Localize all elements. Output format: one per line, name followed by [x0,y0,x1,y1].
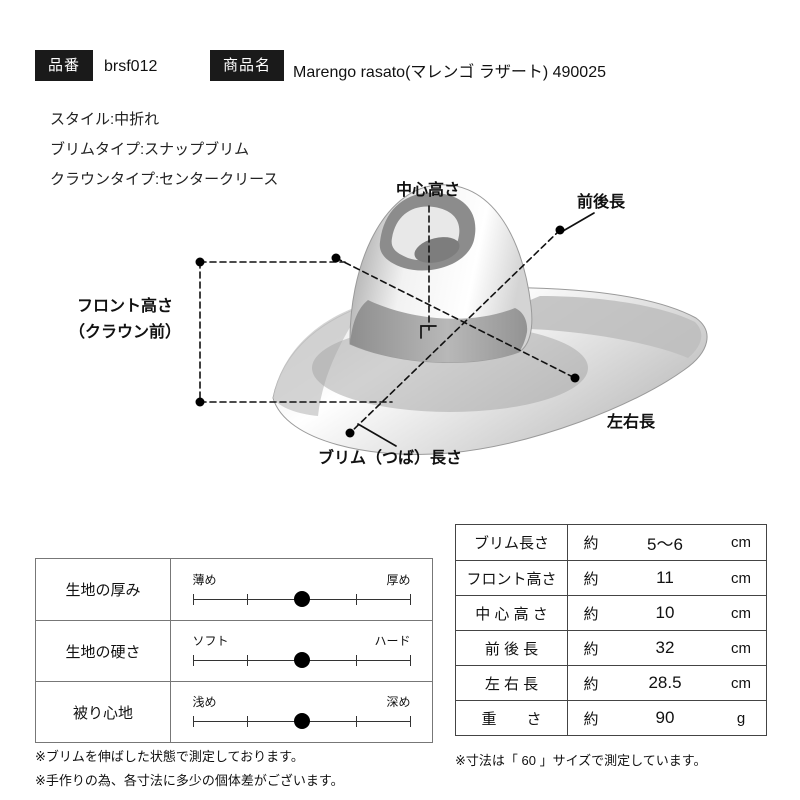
slider-min-label: 薄め [192,572,217,587]
approx-label: 約 [583,605,599,623]
fabric-thickness-label: 生地の厚み [36,559,171,620]
fabric-property-table: 生地の厚み 薄め 厚め 生地の硬さ ソフト ハード [35,558,433,743]
footnote-brim-measurement: ※ブリムを伸ばした状態で測定しております。 [35,749,304,764]
measure-value: 5～6 [647,535,683,554]
table-row: フロント高さ 約 11 cm [456,560,766,595]
slider-track [192,652,411,668]
measure-unit: cm [731,639,751,657]
measure-unit: cm [731,534,751,551]
slider-max-label: 厚め [386,572,411,587]
approx-label: 約 [583,675,599,693]
front-height-label: フロント高さ （クラウン前） [55,294,195,346]
measure-name: フロント高さ [456,561,568,595]
brim-type-text: ブリムタイプ:スナップブリム [50,141,250,158]
fabric-thickness-slider: 薄め 厚め [171,559,432,620]
slider-max-label: 深め [386,695,411,709]
table-row: 左 右 長 約 28.5 cm [456,665,766,700]
brim-length-label: ブリム（つば）長さ [318,450,463,467]
crown-type-text: クラウンタイプ:センタークリース [50,171,279,188]
slider-dot [293,652,310,668]
footnote-size-reference: ※寸法は「 60 」サイズで測定しています。 [455,753,707,768]
fabric-hardness-label: 生地の硬さ [36,621,171,681]
measure-unit: cm [731,569,751,587]
fabric-hardness-slider: ソフト ハード [171,621,432,681]
table-row: 生地の硬さ ソフト ハード [36,620,432,681]
slider-min-label: ソフト [192,634,229,648]
measure-name: 中 心 高 さ [456,596,568,630]
front-height-label-line1: フロント高さ [76,298,173,315]
table-row: ブリム長さ 約 5～6 cm [456,525,766,560]
measure-value: 10 [655,603,675,622]
front-back-length-label: 前後長 [577,194,626,211]
measure-value: 32 [655,638,675,657]
table-row: 前 後 長 約 32 cm [456,630,766,665]
measure-name: ブリム長さ [456,525,568,560]
table-row: 生地の厚み 薄め 厚め [36,559,432,620]
center-height-label: 中心高さ [396,182,461,199]
left-right-length-label: 左右長 [607,414,656,431]
measure-unit: cm [731,674,751,692]
product-name-label: 商品名 [210,50,285,81]
slider-track [192,590,411,607]
measure-value: 90 [655,708,675,727]
slider-dot [293,713,310,729]
slider-max-label: ハード [374,634,411,648]
slider-min-label: 浅め [192,695,217,709]
style-type-text: スタイル:中折れ [50,111,160,128]
measure-name: 重 さ [456,701,568,735]
table-row: 被り心地 浅め 深め [36,681,432,742]
measure-unit: g [736,709,746,727]
footnote-handmade-variance: ※手作りの為、各寸法に多少の個体差がございます。 [35,773,344,788]
slider-track [192,713,411,729]
measure-value: 11 [656,568,674,587]
approx-label: 約 [583,570,599,588]
item-number-label: 品番 [35,50,94,81]
approx-label: 約 [583,640,599,658]
table-row: 中 心 高 さ 約 10 cm [456,595,766,630]
measure-name: 前 後 長 [456,631,568,665]
wearing-comfort-slider: 浅め 深め [171,682,432,742]
approx-label: 約 [583,710,599,728]
measure-unit: cm [731,604,751,622]
measure-value: 28.5 [648,673,682,692]
wearing-comfort-label: 被り心地 [36,682,171,742]
table-row: 重 さ 約 90 g [456,700,766,735]
approx-label: 約 [583,535,599,552]
slider-dot [293,590,310,607]
measurement-table: ブリム長さ 約 5～6 cm フロント高さ 約 11 cm 中 心 高 さ 約 … [455,524,767,736]
front-height-label-line2: （クラウン前） [68,324,181,341]
measure-name: 左 右 長 [456,666,568,700]
item-number-value: brsf012 [104,58,158,75]
product-name-value: Marengo rasato(マレンゴ ラザート) 490025 [293,64,607,81]
